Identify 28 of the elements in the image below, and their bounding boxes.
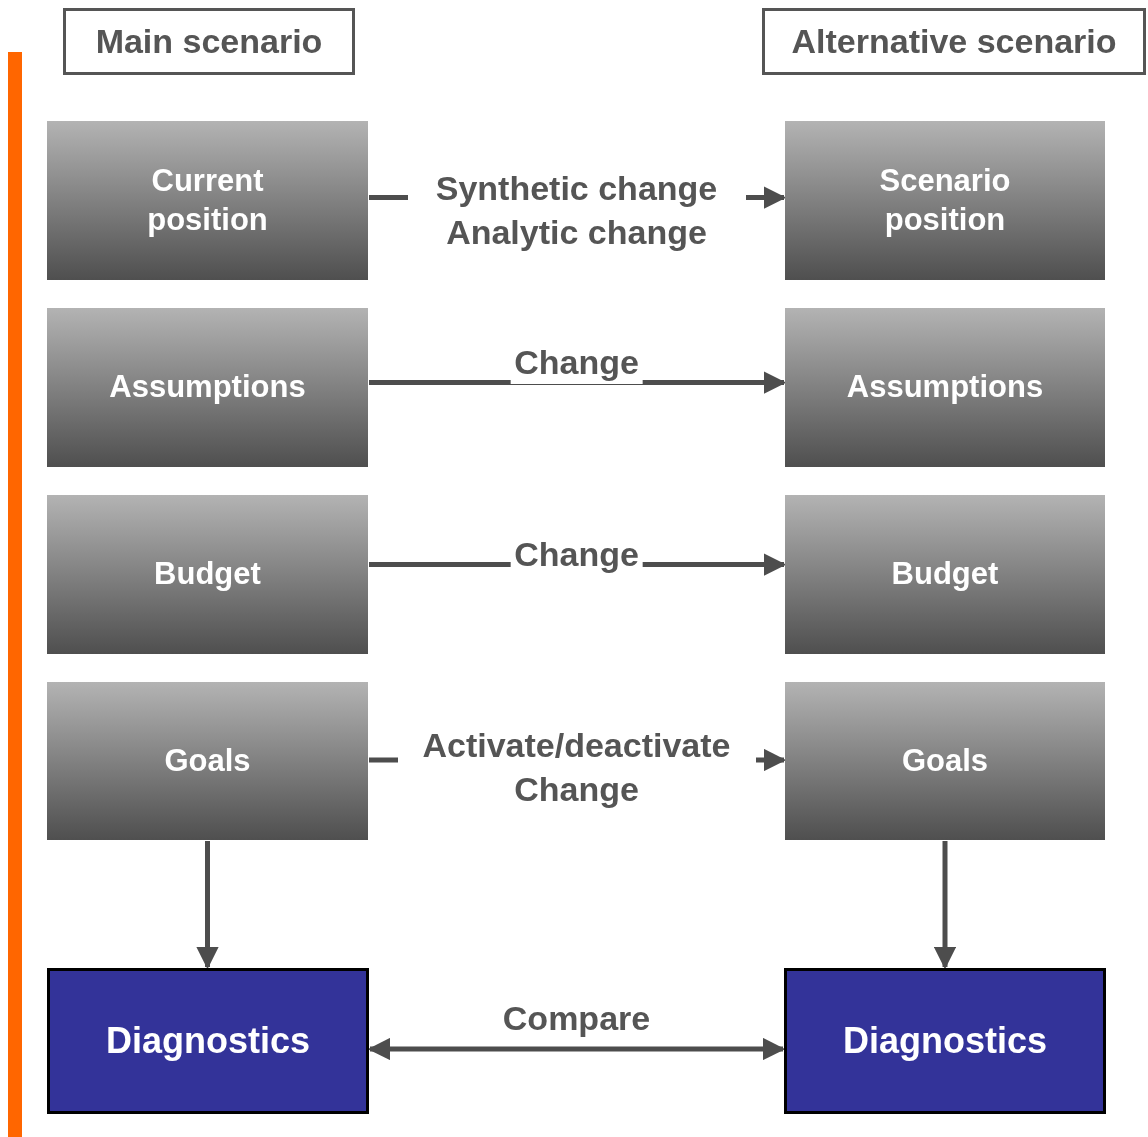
arrow — [933, 841, 957, 970]
process-box — [47, 682, 368, 840]
process-box — [47, 121, 368, 280]
result-box — [784, 968, 1106, 1114]
node-text: Main scenario — [95, 22, 323, 61]
node-text: Scenario position — [878, 161, 1012, 239]
arrow — [196, 841, 219, 970]
arrow — [367, 1037, 786, 1061]
node-text: Current position — [146, 161, 269, 239]
header-box — [63, 8, 355, 75]
node-text: Alternative scenario — [791, 22, 1117, 61]
node-text: Diagnostics — [842, 1020, 1047, 1062]
header-box — [762, 8, 1146, 75]
result-box — [47, 968, 369, 1114]
process-box — [785, 308, 1105, 467]
node-text: Budget — [154, 555, 261, 594]
process-box — [785, 682, 1105, 840]
node-text: Goals — [164, 741, 251, 780]
process-box — [785, 121, 1105, 280]
node-text: Diagnostics — [105, 1020, 310, 1062]
node-text: Goals — [901, 741, 989, 780]
process-box — [785, 495, 1105, 654]
node-text: Assumptions — [109, 368, 306, 407]
node-text: Assumptions — [846, 368, 1044, 407]
node-text: Budget — [891, 555, 999, 594]
process-box — [47, 308, 368, 467]
arrow — [369, 371, 787, 394]
process-box — [47, 495, 368, 654]
